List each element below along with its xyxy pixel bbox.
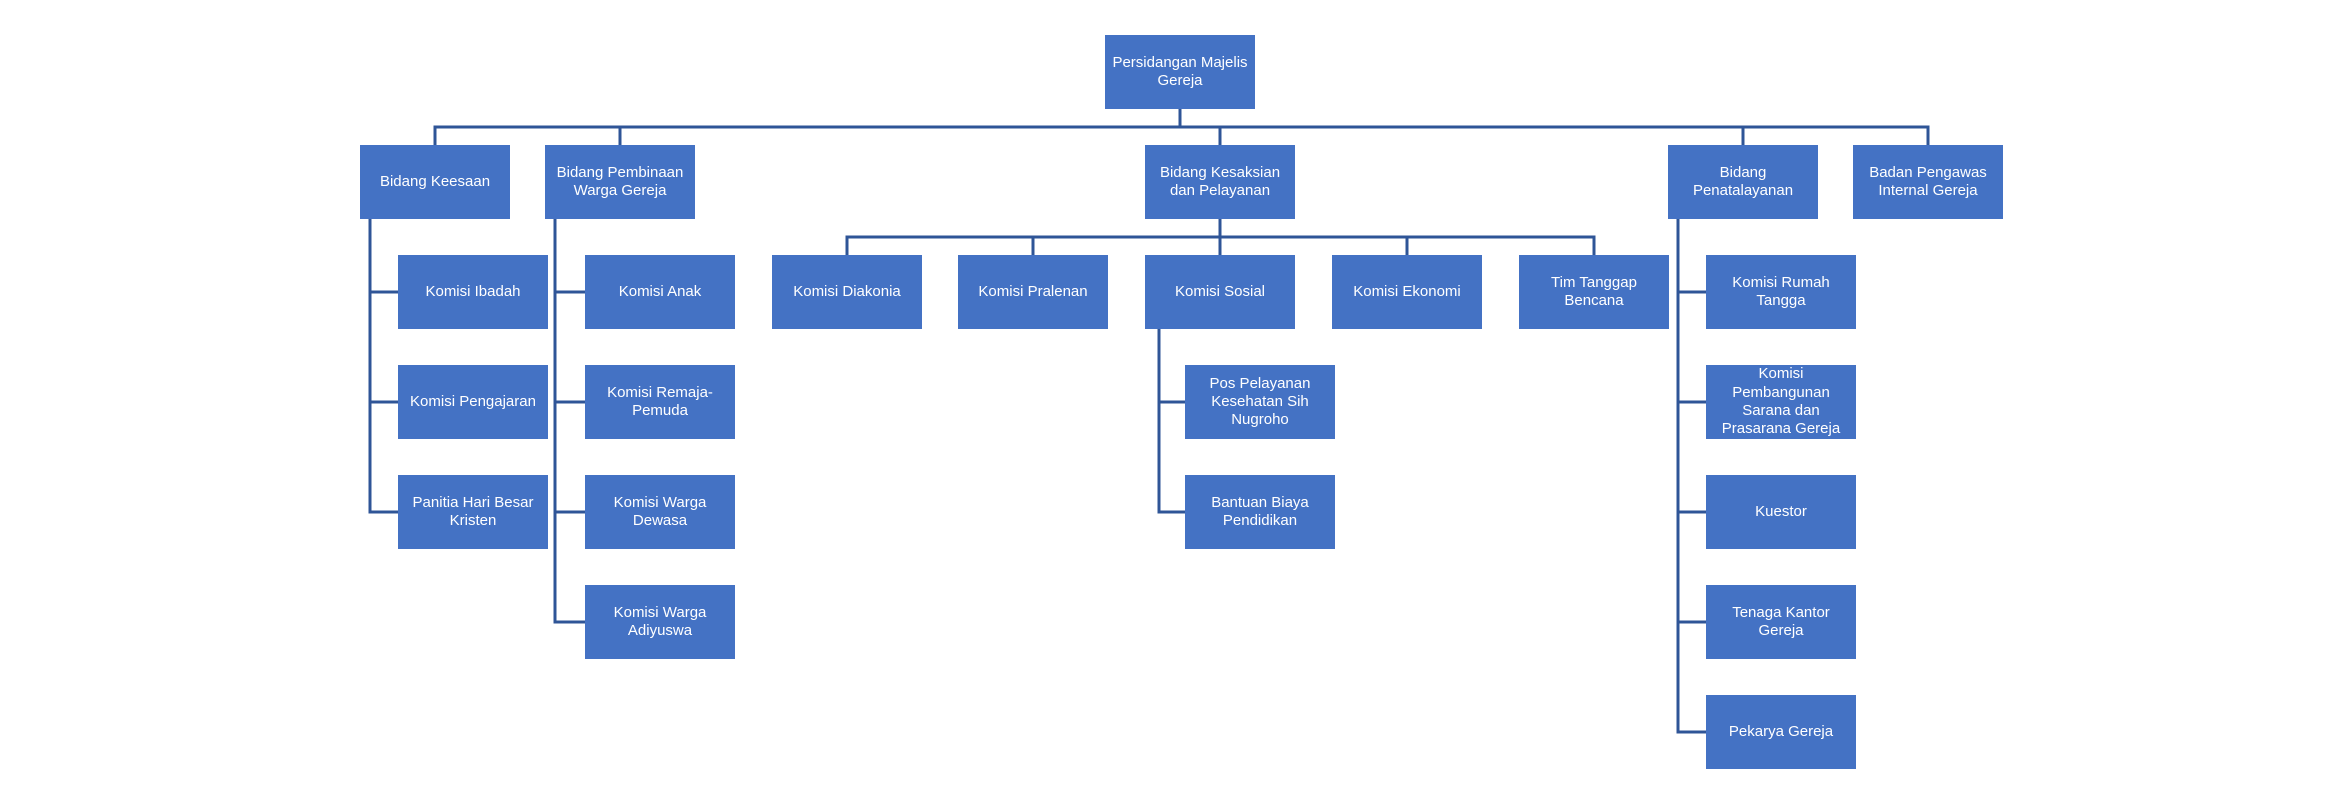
org-node-ibadah: Komisi Ibadah <box>398 255 548 329</box>
org-node-kuestor: Kuestor <box>1706 475 1856 549</box>
org-node-penatalayanan: Bidang Penatalayanan <box>1668 145 1818 219</box>
org-node-bantuan-biaya: Bantuan Biaya Pendidikan <box>1185 475 1335 549</box>
org-node-diakonia: Komisi Diakonia <box>772 255 922 329</box>
org-node-anak: Komisi Anak <box>585 255 735 329</box>
org-node-sosial: Komisi Sosial <box>1145 255 1295 329</box>
org-node-keesaan: Bidang Keesaan <box>360 145 510 219</box>
org-node-pembinaan: Bidang Pembinaan Warga Gereja <box>545 145 695 219</box>
org-node-remaja: Komisi Remaja-Pemuda <box>585 365 735 439</box>
org-node-pos-pelayanan: Pos Pelayanan Kesehatan Sih Nugroho <box>1185 365 1335 439</box>
org-node-tenaga-kantor: Tenaga Kantor Gereja <box>1706 585 1856 659</box>
org-node-root: Persidangan Majelis Gereja <box>1105 35 1255 109</box>
org-node-dewasa: Komisi Warga Dewasa <box>585 475 735 549</box>
org-node-pekarya: Pekarya Gereja <box>1706 695 1856 769</box>
org-node-pengawas: Badan Pengawas Internal Gereja <box>1853 145 2003 219</box>
org-node-pengajaran: Komisi Pengajaran <box>398 365 548 439</box>
org-node-adiyuswa: Komisi Warga Adiyuswa <box>585 585 735 659</box>
org-node-pembangunan: Komisi Pembangunan Sarana dan Prasarana … <box>1706 365 1856 439</box>
org-node-pralenan: Komisi Pralenan <box>958 255 1108 329</box>
org-node-kesaksian: Bidang Kesaksian dan Pelayanan <box>1145 145 1295 219</box>
org-node-tanggap-bencana: Tim Tanggap Bencana <box>1519 255 1669 329</box>
org-node-panitia-hbk: Panitia Hari Besar Kristen <box>398 475 548 549</box>
org-node-ekonomi: Komisi Ekonomi <box>1332 255 1482 329</box>
org-node-rumah-tangga: Komisi Rumah Tangga <box>1706 255 1856 329</box>
